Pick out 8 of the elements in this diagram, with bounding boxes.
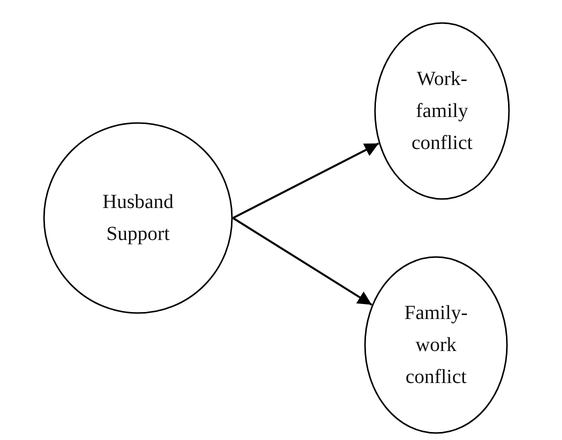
ellipse xyxy=(43,122,233,314)
arrow xyxy=(232,217,372,306)
arrow xyxy=(232,142,380,219)
node-label: Family-work conflict xyxy=(403,301,469,390)
ellipse xyxy=(364,256,508,434)
ellipse xyxy=(374,22,510,200)
node-label: Husband Support xyxy=(101,190,175,247)
node-label: Work-family conflict xyxy=(410,67,474,156)
